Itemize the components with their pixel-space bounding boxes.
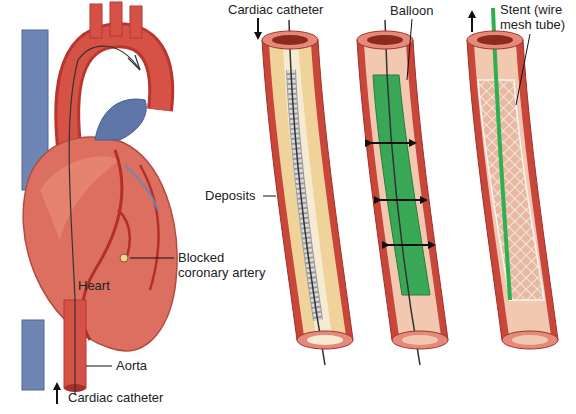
leader-lines [57, 14, 530, 404]
blocked-artery-label: Blocked coronary artery [178, 250, 278, 280]
artery-with-balloon [357, 20, 448, 365]
balloon-label: Balloon [390, 3, 433, 18]
catheter-label: Cardiac catheter [228, 2, 323, 17]
heart-label: Heart [78, 278, 110, 293]
deposits-label: Deposits [205, 188, 256, 203]
stent-label: Stent (wire mesh tube) [500, 2, 572, 32]
aorta-label: Aorta [116, 358, 147, 373]
catheter-label: Cardiac catheter [68, 390, 163, 405]
artery-with-deposits [262, 20, 353, 365]
artery-with-stent [467, 8, 558, 349]
heart-illustration [22, 2, 177, 395]
